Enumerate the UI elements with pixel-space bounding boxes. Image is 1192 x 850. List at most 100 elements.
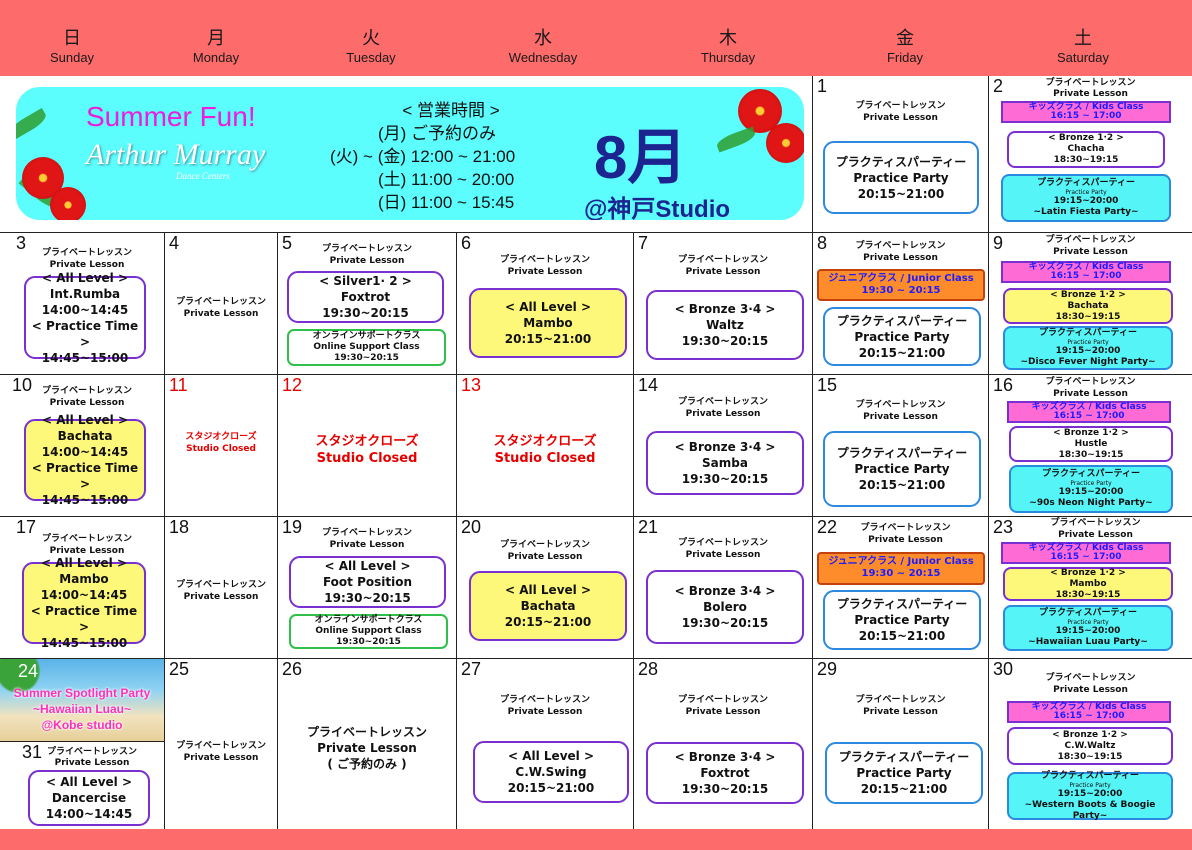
private-lesson-jp: プライベートレッスン: [677, 397, 768, 407]
private-lesson-en: Private Lesson: [863, 707, 938, 717]
private-lesson-jp: プライベートレッスン: [41, 534, 132, 544]
private-lesson-jp: プライベートレッスン: [860, 523, 951, 533]
day-cell-29[interactable]: 29 プライベートレッスン Private Lesson プラクティスパーティー…: [813, 659, 988, 829]
day-cell-28[interactable]: 28 プライベートレッスン Private Lesson < Bronze 3·…: [634, 659, 812, 829]
day-cell-26[interactable]: 26 プライベートレッスン Private Lesson ( ご予約のみ ): [278, 659, 456, 829]
day-cell-3[interactable]: 3 プライベートレッスン Private Lesson < All Level …: [0, 233, 164, 374]
grid-line: [277, 233, 278, 829]
summer-spotlight-party-image[interactable]: Summer Spotlight Party ~Hawaiian Luau~ @…: [0, 659, 164, 741]
day-cell-15[interactable]: 15 プライベートレッスン Private Lesson プラクティスパーティー…: [813, 375, 988, 516]
day-cell-6[interactable]: 6 プライベートレッスン Private Lesson < All Level …: [457, 233, 633, 374]
day-cell-31[interactable]: 31 プライベートレッスン Private Lesson < All Level…: [0, 742, 164, 829]
day-number: 17: [16, 517, 37, 537]
private-lesson-en: Private Lesson: [685, 707, 761, 717]
month-title: 8月: [594, 124, 688, 191]
private-lesson-en: Private Lesson: [507, 707, 583, 717]
day-number: 11: [169, 375, 188, 395]
day-cell-7[interactable]: 7 プライベートレッスン Private Lesson < Bronze 3·4…: [634, 233, 812, 374]
day-cell-10[interactable]: 10 プライベートレッスン Private Lesson < All Level…: [0, 375, 164, 516]
day-cell-8[interactable]: 8 プライベートレッスン Private Lesson ジュニアクラス / Ju…: [813, 233, 988, 374]
day-number: 20: [461, 517, 482, 537]
day-cell-22[interactable]: 22 プライベートレッスン Private Lesson ジュニアクラス / J…: [813, 517, 988, 658]
day-cell-30[interactable]: 30 プライベートレッスン Private Lesson キッズクラス / Ki…: [989, 659, 1192, 829]
day-number: 29: [817, 659, 838, 679]
private-lesson-jp: プライベートレッスン: [1045, 673, 1136, 683]
day-cell-17[interactable]: 17 プライベートレッスン Private Lesson < All Level…: [0, 517, 164, 658]
day-cell-23[interactable]: 23 プライベートレッスン Private Lesson キッズクラス / Ki…: [989, 517, 1192, 658]
private-lesson-jp: プライベートレッスン: [41, 248, 132, 258]
day-number: 4: [169, 233, 180, 253]
day-cell-9[interactable]: 9 プライベートレッスン Private Lesson キッズクラス / Kid…: [989, 233, 1192, 374]
private-lesson-jp: プライベートレッスン: [677, 695, 768, 705]
day-cell-11[interactable]: 11 スタジオクローズ Studio Closed: [165, 375, 277, 516]
day-cell-21[interactable]: 21 プライベートレッスン Private Lesson < Bronze 3·…: [634, 517, 812, 658]
day-number: 10: [12, 375, 33, 395]
arthur-murray-logo: Arthur Murray Dance Centers: [86, 138, 266, 182]
day-cell-4[interactable]: 4 プライベートレッスン Private Lesson: [165, 233, 277, 374]
day-cell-25[interactable]: 25 プライベートレッスン Private Lesson: [165, 659, 277, 829]
business-hours: < 営業時間 > (月) ご予約のみ (火) ~ (金) 12:00 ~ 21:…: [330, 101, 516, 212]
private-lesson-jp: プライベートレッスン: [855, 241, 946, 251]
day-cell-2[interactable]: 2 プライベートレッスン Private Lesson キッズクラス / Kid…: [989, 76, 1192, 232]
day-cell-5[interactable]: 5 プライベートレッスン Private Lesson < Silver1· 2…: [278, 233, 456, 374]
day-number: 30: [993, 659, 1014, 679]
studio-closed-jp: スタジオクローズ: [493, 434, 597, 449]
day-cell-16[interactable]: 16 プライベートレッスン Private Lesson キッズクラス / Ki…: [989, 375, 1192, 516]
day-cell-12[interactable]: 12 スタジオクローズ Studio Closed: [278, 375, 456, 516]
day-cell-18[interactable]: 18 プライベートレッスン Private Lesson: [165, 517, 277, 658]
reservation-only: ( ご予約のみ ): [327, 757, 407, 771]
private-lesson-en: Private Lesson: [329, 540, 405, 550]
private-lesson-en: Private Lesson: [329, 256, 405, 266]
day-cell-13[interactable]: 13 スタジオクローズ Studio Closed: [457, 375, 633, 516]
day-number: 9: [993, 233, 1004, 253]
day-cell-27[interactable]: 27 プライベートレッスン Private Lesson < All Level…: [457, 659, 633, 829]
studio-name: @神戸Studio: [584, 196, 731, 222]
grid-line: [0, 232, 1192, 233]
day-cell-14[interactable]: 14 プライベートレッスン Private Lesson < Bronze 3·…: [634, 375, 812, 516]
private-lesson-jp: プライベートレッスン: [46, 747, 137, 757]
day-cell-19[interactable]: 19 プライベートレッスン Private Lesson < All Level…: [278, 517, 456, 658]
day-cell-20[interactable]: 20 プライベートレッスン Private Lesson < All Level…: [457, 517, 633, 658]
